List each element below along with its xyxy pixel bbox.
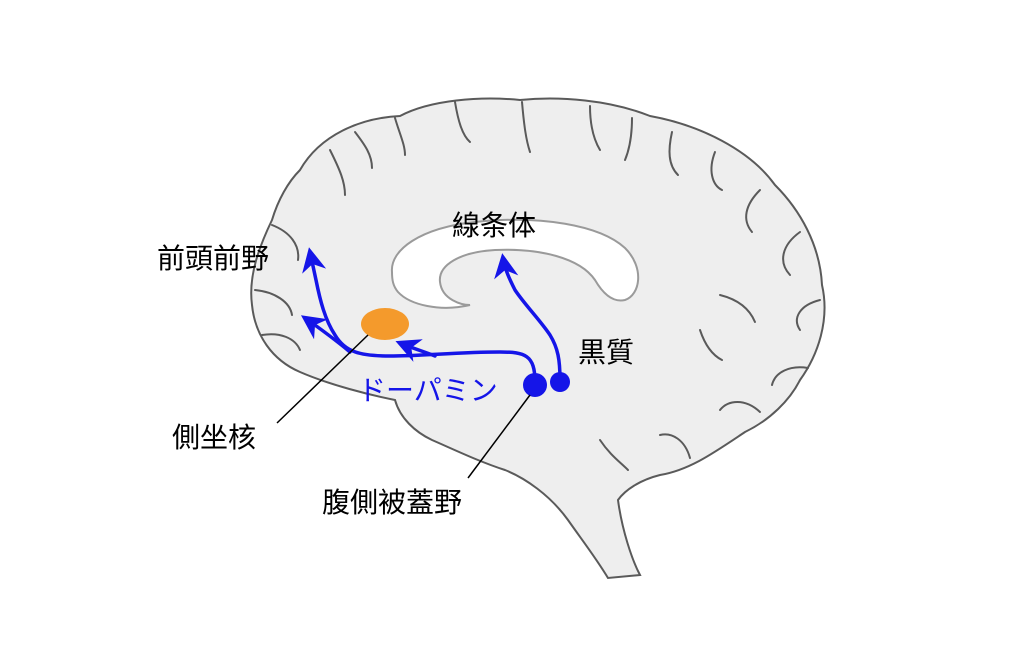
pathway-to-striatum	[494, 253, 562, 382]
label-nucleus-accumbens: 側坐核	[172, 421, 256, 454]
brain-outline	[250, 97, 826, 580]
vta-marker	[523, 373, 547, 397]
substantia-nigra-marker	[550, 372, 570, 392]
leader-line-nucleus-accumbens	[276, 334, 369, 424]
label-dopamine: ドーパミン	[358, 374, 498, 407]
sulci-lines	[254, 101, 821, 471]
pathway-to-nucleus-accumbens	[395, 339, 437, 362]
nucleus-accumbens-marker	[361, 308, 409, 340]
lateral-ventricle	[390, 218, 640, 309]
label-substantia-nigra: 黒質	[578, 336, 634, 369]
dopamine-pathways	[300, 247, 562, 384]
leader-line-vta	[467, 394, 531, 479]
label-prefrontal-cortex: 前頭前野	[157, 242, 269, 275]
label-vta: 腹側被蓋野	[322, 486, 462, 519]
pathway-to-prefrontal-lower	[300, 315, 352, 354]
label-striatum: 線条体	[452, 209, 536, 242]
